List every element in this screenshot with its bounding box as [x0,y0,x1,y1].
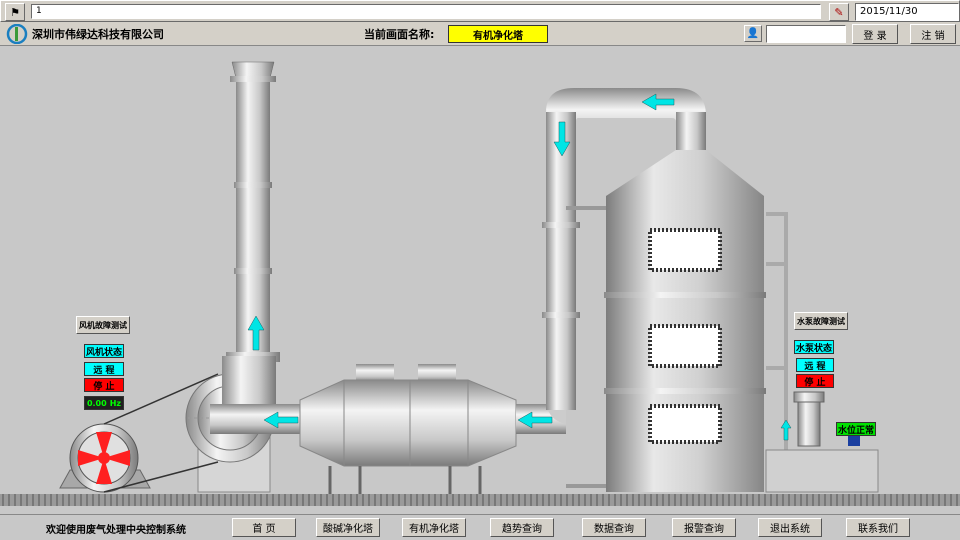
screen-name-label: 当前画面名称: [364,28,435,41]
ground-rail [0,494,960,506]
datetime-display: 2015/11/30 0:27:09 [855,3,959,33]
alarm-icon[interactable]: ⚑ [5,3,25,21]
fan-frequency-value: 0.00 [86,398,107,408]
user-icon[interactable]: 👤 [744,25,762,42]
nav-alarm-button[interactable]: 报警查询 [672,518,736,537]
nav-contact-button[interactable]: 联系我们 [846,518,910,537]
pen-icon[interactable]: ✎ [829,3,849,21]
screen-name-value: 有机净化塔 [448,25,548,43]
company-logo-icon [6,24,28,44]
organic-purification-tower [566,150,788,492]
welcome-text: 欢迎使用废气处理中央控制系统 [46,525,186,536]
nav-data-button[interactable]: 数据查询 [582,518,646,537]
fan-fault-test-button[interactable]: 风机故障测试 [76,316,130,334]
nav-organic-tower-button[interactable]: 有机净化塔 [402,518,466,537]
motor [59,373,219,493]
pump-status-label: 水泵状态 [794,340,834,354]
fan-frequency-display: 0.00 Hz [84,396,124,410]
pump-mode-indicator[interactable]: 远 程 [796,358,834,372]
login-button[interactable]: 登 录 [852,24,898,44]
header-bar: 深圳市伟绿达科技有限公司 当前画面名称: 有机净化塔 👤 登 录 注 销 [0,22,960,46]
footer-nav: 欢迎使用废气处理中央控制系统 首 页 酸碱净化塔 有机净化塔 趋势查询 数据查询… [0,514,960,540]
flow-arrows [247,93,792,441]
user-field[interactable] [766,25,846,43]
chimney [226,61,280,362]
nav-acid-tower-button[interactable]: 酸碱净化塔 [316,518,380,537]
water-level-status: 水位正常 [836,422,876,436]
message-input[interactable]: 1 [31,4,821,19]
nav-home-button[interactable]: 首 页 [232,518,296,537]
fan-status-label: 风机状态 [84,344,124,358]
fan-run-state[interactable]: 停 止 [84,378,124,392]
connection-pipe [516,88,706,434]
fan-mode-indicator[interactable]: 远 程 [84,362,124,376]
activated-carbon-filter [299,364,517,494]
company-name: 深圳市伟绿达科技有限公司 [32,28,164,41]
process-diagram [0,61,960,506]
top-toolbar: ⚑ 1 ✎ 2015/11/30 0:27:09 [0,0,960,33]
fan-frequency-unit: Hz [109,398,122,408]
pump-fault-test-button[interactable]: 水泵故障测试 [794,312,848,330]
nav-exit-button[interactable]: 退出系统 [758,518,822,537]
logout-button[interactable]: 注 销 [910,24,956,44]
nav-trend-button[interactable]: 趋势查询 [490,518,554,537]
pump-run-state[interactable]: 停 止 [796,374,834,388]
water-tank [765,391,879,493]
